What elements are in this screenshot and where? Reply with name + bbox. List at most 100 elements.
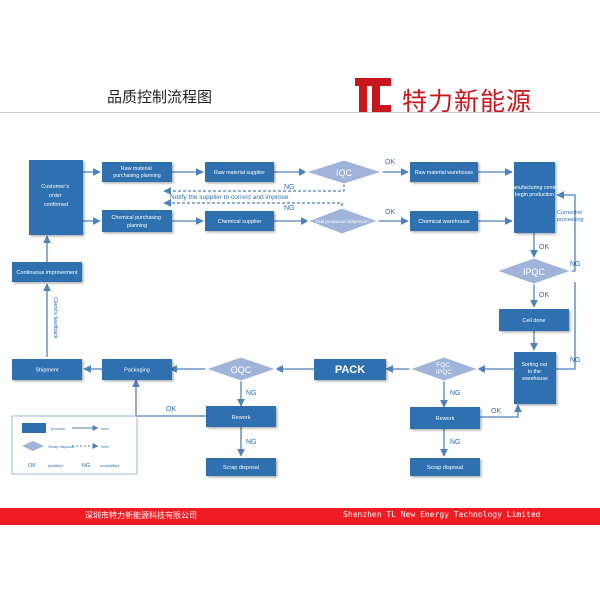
node-rework-right xyxy=(410,407,480,429)
legend-next2-label: next xyxy=(101,444,109,449)
text-mfg-center: Manufacturing center begin production xyxy=(509,185,560,198)
label-trial-ng: NG xyxy=(284,205,295,212)
node-chemical-supplier xyxy=(205,211,274,231)
text-customer-order-3: confirmed xyxy=(44,202,68,208)
legend-ng: NG xyxy=(82,463,90,469)
text-mfg-2: begin production xyxy=(515,192,554,198)
node-scrap-left xyxy=(206,458,276,476)
text-rework-right: Rework xyxy=(436,416,455,422)
legend-process-swatch xyxy=(22,423,46,433)
node-raw-material-purchasing xyxy=(102,162,172,182)
text-sorting-3: warehouse xyxy=(522,376,548,382)
label-correction-2: processing xyxy=(557,217,584,223)
label-fqc-ng: NG xyxy=(450,390,461,397)
node-continuous-improvement xyxy=(12,262,82,282)
text-sorting: Sorting out to the warehouse xyxy=(521,362,548,382)
node-manufacturing-center xyxy=(514,162,555,233)
label-ipqc-ng: NG xyxy=(570,261,581,268)
text-chem-supplier: Chemical supplier xyxy=(218,219,262,225)
header-divider xyxy=(0,112,600,113)
legend-scrap-label: Scrap disposal xyxy=(48,444,74,449)
legend: process next Scrap disposal next OK qual… xyxy=(11,415,138,475)
text-ipqc: IPQC xyxy=(523,267,546,277)
label-rework-left-ok: OK xyxy=(166,406,176,413)
text-customer-order: Customer’s order confirmed xyxy=(41,184,70,208)
text-fqc-1: FQC xyxy=(436,362,450,369)
decision-oqc xyxy=(204,356,278,382)
node-raw-material-warehouse xyxy=(410,162,478,182)
footer-company-cn: 深圳市特力新能源科技有限公司 xyxy=(85,511,197,520)
text-shipment: Shipment xyxy=(35,368,59,374)
arrow-ipqc-ng xyxy=(556,191,576,272)
arrow-rework-right-ok xyxy=(480,404,522,418)
arrow-iqc-ng xyxy=(163,184,345,195)
text-oqc: OQC xyxy=(231,365,252,375)
text-pack: PACK xyxy=(335,364,365,376)
label-client-feedback: Client’s feedback xyxy=(52,297,58,339)
node-rework-left xyxy=(206,406,276,427)
text-scrap-right: Scrap disposal xyxy=(427,465,463,471)
label-sorting-ng: NG xyxy=(570,357,581,364)
text-mfg-1: Manufacturing center xyxy=(509,185,559,191)
legend-ok: OK xyxy=(28,463,36,469)
company-logo xyxy=(355,78,391,112)
label-oqc-ng: NG xyxy=(246,390,257,397)
text-fqc-2: IPQC xyxy=(436,369,452,376)
footer-bar xyxy=(0,508,600,525)
text-customer-order-2: order xyxy=(49,193,62,199)
label-mfg-ok: OK xyxy=(539,244,549,251)
text-cell-done: Cell done xyxy=(522,318,545,324)
text-continuous-improvement: Continuous improvement xyxy=(16,270,78,276)
label-notify: Notify the supplier to correct and impro… xyxy=(170,194,289,201)
text-scrap-left: Scrap disposal xyxy=(223,465,259,471)
label-iqc-ng: NG xyxy=(284,184,295,191)
label-rework-left-ng: NG xyxy=(246,439,257,446)
text-iqc: IQC xyxy=(336,168,353,178)
text-chem-purchasing-1: Chemical purchasing xyxy=(112,215,162,221)
label-correction: Correction processing xyxy=(557,210,584,223)
text-raw-warehouse: Raw material warehouse xyxy=(415,170,473,176)
text-packaging: Packaging xyxy=(124,368,150,374)
legend-next-label: next xyxy=(101,426,109,431)
node-cell-done xyxy=(499,309,569,331)
text-customer-order-1: Customer’s xyxy=(41,184,69,190)
page-title: 品质控制流程图 xyxy=(107,88,213,106)
node-customer-order xyxy=(29,160,83,235)
label-rework-right-ok: OK xyxy=(491,408,501,415)
decision-iqc xyxy=(304,159,384,185)
legend-unqualified: unqualified xyxy=(100,463,119,468)
text-chem-purchasing-2: planning xyxy=(127,223,147,229)
node-chemical-purchasing xyxy=(102,210,172,232)
label-rework-right-ng: NG xyxy=(450,439,461,446)
node-chemical-warehouse xyxy=(410,211,478,231)
arrow-sorting-ng xyxy=(556,282,576,370)
label-ipqc-ok: OK xyxy=(539,292,549,299)
text-chem-warehouse: Chemical warehouse xyxy=(418,219,469,225)
brand-name: 特力新能源 xyxy=(402,87,533,116)
arrow-trial-ng xyxy=(163,199,343,211)
text-raw-purchasing: Raw material purchasing planning xyxy=(113,166,160,179)
node-scrap-right xyxy=(410,458,480,476)
label-trial-ok: OK xyxy=(385,209,395,216)
node-shipment xyxy=(12,359,82,380)
decision-ipqc xyxy=(495,257,573,285)
node-pack xyxy=(314,359,386,380)
decision-trial-inspection xyxy=(306,207,380,235)
text-sorting-1: Sorting out xyxy=(521,362,547,368)
text-raw-purchasing-2: purchasing planning xyxy=(113,173,160,179)
text-raw-supplier: Raw material supplier xyxy=(214,170,265,176)
legend-diamond-swatch xyxy=(22,441,44,451)
node-raw-material-supplier xyxy=(205,162,274,182)
label-iqc-ok: OK xyxy=(385,159,395,166)
node-sorting xyxy=(514,352,556,404)
node-packaging xyxy=(102,359,172,380)
text-chem-purchasing: Chemical purchasing planning xyxy=(112,215,163,229)
legend-qualified: qualified xyxy=(48,463,63,468)
decision-fqc-ipqc xyxy=(408,356,480,382)
text-sorting-2: to the xyxy=(528,369,541,375)
text-fqc-ipqc: FQC IPQC xyxy=(436,362,452,376)
text-rework-left: Rework xyxy=(232,415,251,421)
label-correction-1: Correction xyxy=(557,210,582,216)
footer-company-en: Shenzhen TL New Energy Technology Limite… xyxy=(343,510,541,519)
